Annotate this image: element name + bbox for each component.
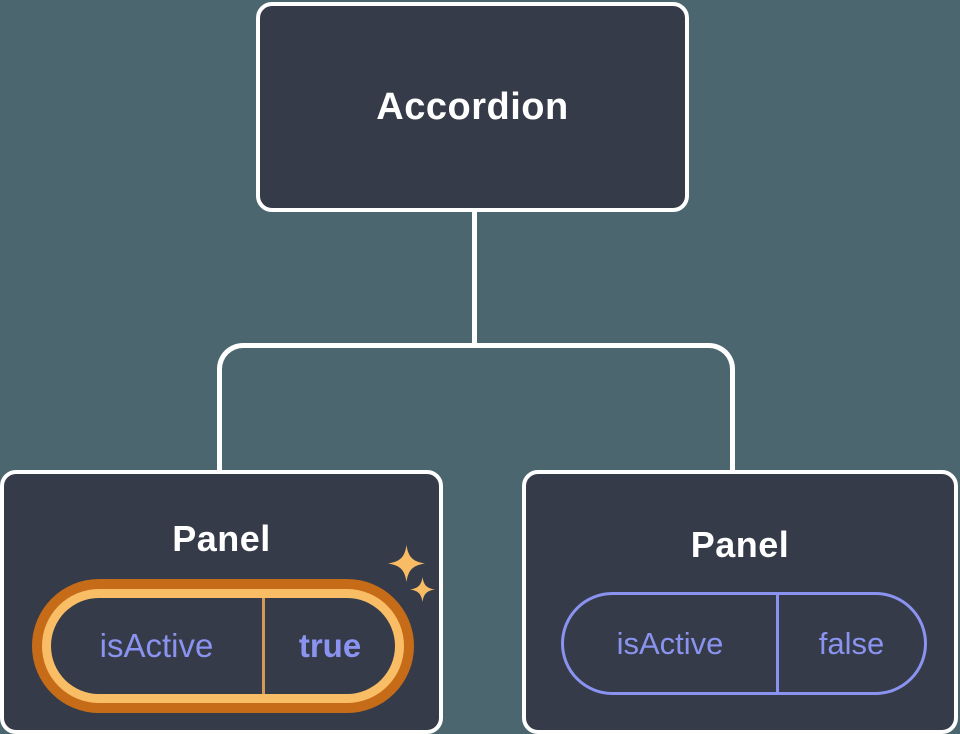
state-pill-core: isActive true: [51, 598, 395, 694]
panel-node-active: Panel isActive true: [0, 470, 443, 734]
sparkle-small-icon: [410, 577, 435, 602]
accordion-node: Accordion: [256, 2, 689, 212]
pill-divider: [776, 595, 779, 692]
state-name: isActive: [99, 627, 214, 664]
panel-label: Panel: [172, 518, 271, 559]
connector-stem: [472, 208, 477, 348]
state-value: true: [298, 627, 362, 664]
accordion-label: Accordion: [376, 85, 569, 128]
state-pill-active: isActive true: [32, 579, 414, 713]
pill-divider: [262, 598, 265, 694]
sparkle-large-icon: [388, 545, 425, 582]
connector-branch: [217, 343, 735, 474]
state-name: isActive: [616, 625, 724, 661]
state-pill-inactive: isActive false: [561, 592, 927, 695]
state-pill-glow-ring: isActive true: [42, 589, 404, 703]
panel-label: Panel: [690, 524, 790, 565]
state-value: false: [818, 625, 885, 661]
panel-node-inactive: Panel isActive false: [522, 470, 958, 734]
